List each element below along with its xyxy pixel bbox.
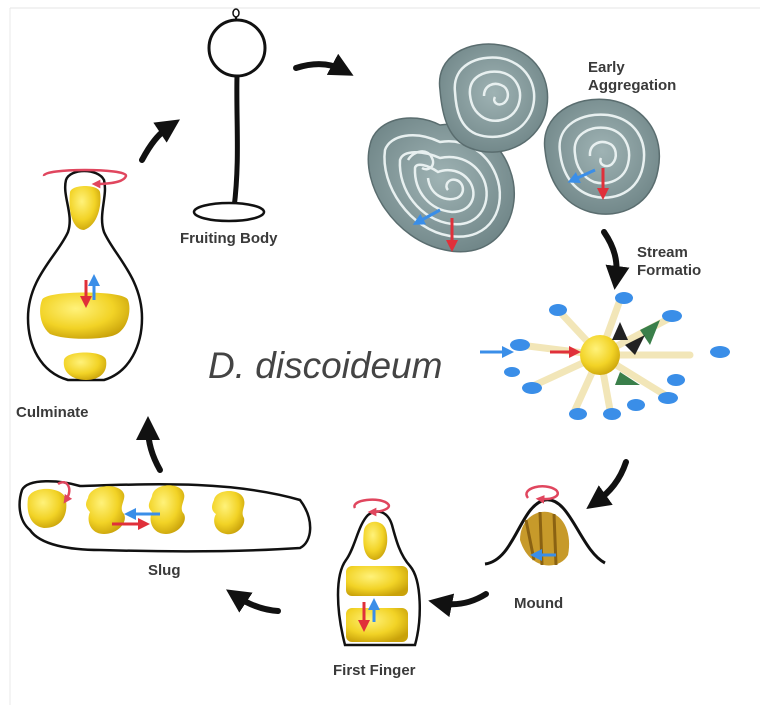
label-early-aggregation-line1: Early bbox=[588, 59, 625, 76]
aggregation-territory-top bbox=[438, 43, 549, 153]
diagram-title: D. discoideum bbox=[208, 345, 443, 386]
fruiting-body-illustration bbox=[192, 8, 267, 223]
aggregation-territory-right bbox=[543, 98, 660, 215]
label-stream-formation-line1: Stream bbox=[637, 244, 688, 261]
stream-formation-illustration bbox=[480, 292, 730, 420]
arrow-slug-to-culminate bbox=[136, 416, 163, 473]
label-mound: Mound bbox=[514, 595, 564, 612]
label-slug: Slug bbox=[148, 562, 181, 579]
early-aggregation-illustration bbox=[367, 43, 660, 253]
aggregation-territory-large bbox=[367, 117, 515, 253]
label-fruiting-body: Fruiting Body bbox=[180, 230, 278, 247]
slug-illustration bbox=[18, 479, 312, 553]
label-stream-formation-line2: Formatio bbox=[637, 262, 702, 279]
arrow-finger-to-slug bbox=[226, 589, 281, 614]
arrow-culminate-to-fruiting bbox=[139, 119, 180, 163]
arrow-aggregation-to-stream bbox=[601, 229, 630, 290]
cycle-arrows bbox=[136, 53, 630, 618]
arrow-mound-to-finger bbox=[428, 591, 489, 618]
arrow-fruiting-to-aggregation bbox=[293, 53, 354, 76]
arrow-stream-to-mound bbox=[586, 459, 629, 509]
first-finger-illustration bbox=[336, 498, 421, 647]
label-culminate: Culminate bbox=[16, 404, 89, 421]
mound-illustration bbox=[484, 485, 606, 566]
label-first-finger: First Finger bbox=[333, 662, 416, 679]
culminate-illustration bbox=[26, 168, 144, 382]
label-early-aggregation-line2: Aggregation bbox=[588, 77, 677, 94]
